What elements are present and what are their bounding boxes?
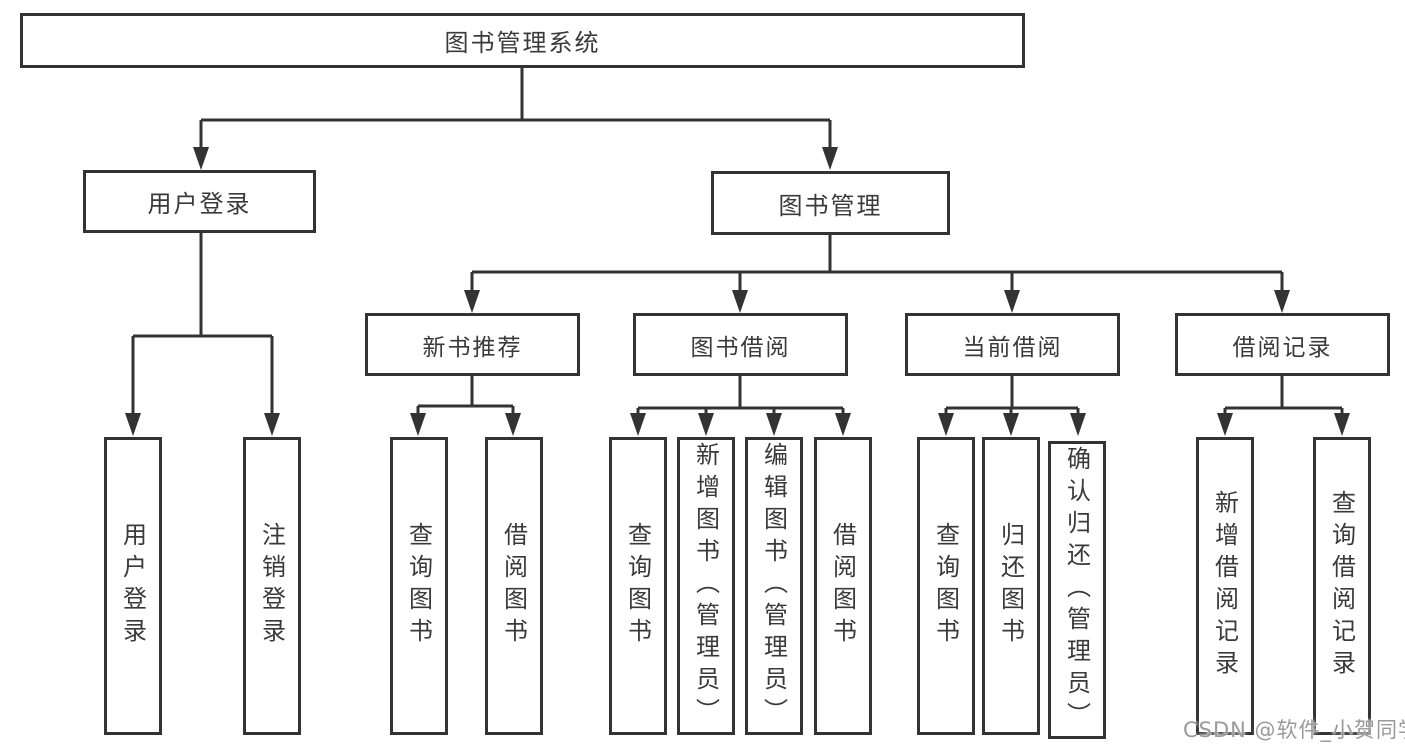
connector-user-login-branch <box>125 232 280 436</box>
node-user-login: 用户登录 <box>83 170 316 233</box>
leaf-edit-book-admin: 编辑图书（管理员） <box>745 437 803 735</box>
leaf-user-login: 用户登录 <box>104 437 162 735</box>
node-borrow-records: 借阅记录 <box>1175 313 1390 376</box>
leaf-query-borrow-record: 查询借阅记录 <box>1313 437 1371 735</box>
leaf-query-books-recommend: 查询图书 <box>390 437 448 735</box>
leaf-add-book-admin: 新增图书（管理员） <box>677 437 735 735</box>
node-book-borrow: 图书借阅 <box>633 313 848 376</box>
leaf-borrow-books-borrow: 借阅图书 <box>814 437 872 735</box>
connector-root-to-level2 <box>193 68 838 170</box>
connector-book-borrow-branch <box>630 376 851 436</box>
connector-borrow-record-branch <box>1217 376 1350 436</box>
node-new-book-recommend: 新书推荐 <box>365 313 580 376</box>
leaf-query-books-borrow: 查询图书 <box>609 437 667 735</box>
leaf-return-book: 归还图书 <box>982 437 1040 735</box>
leaf-confirm-return-admin: 确认归还（管理员） <box>1048 441 1106 739</box>
connector-new-book-branch <box>410 376 521 436</box>
node-book-management: 图书管理 <box>711 171 950 235</box>
connector-book-management-branch <box>464 235 1290 313</box>
leaf-borrow-books-recommend: 借阅图书 <box>485 437 543 735</box>
leaf-query-books-current: 查询图书 <box>917 437 975 735</box>
csdn-watermark: CSDN @软件_小贺同学 <box>1183 718 1405 742</box>
leaf-add-borrow-record: 新增借阅记录 <box>1196 437 1254 735</box>
leaf-logout: 注销登录 <box>243 437 301 735</box>
node-current-borrow: 当前借阅 <box>905 313 1120 376</box>
node-root: 图书管理系统 <box>20 13 1025 68</box>
connector-current-borrow-branch <box>938 376 1086 436</box>
